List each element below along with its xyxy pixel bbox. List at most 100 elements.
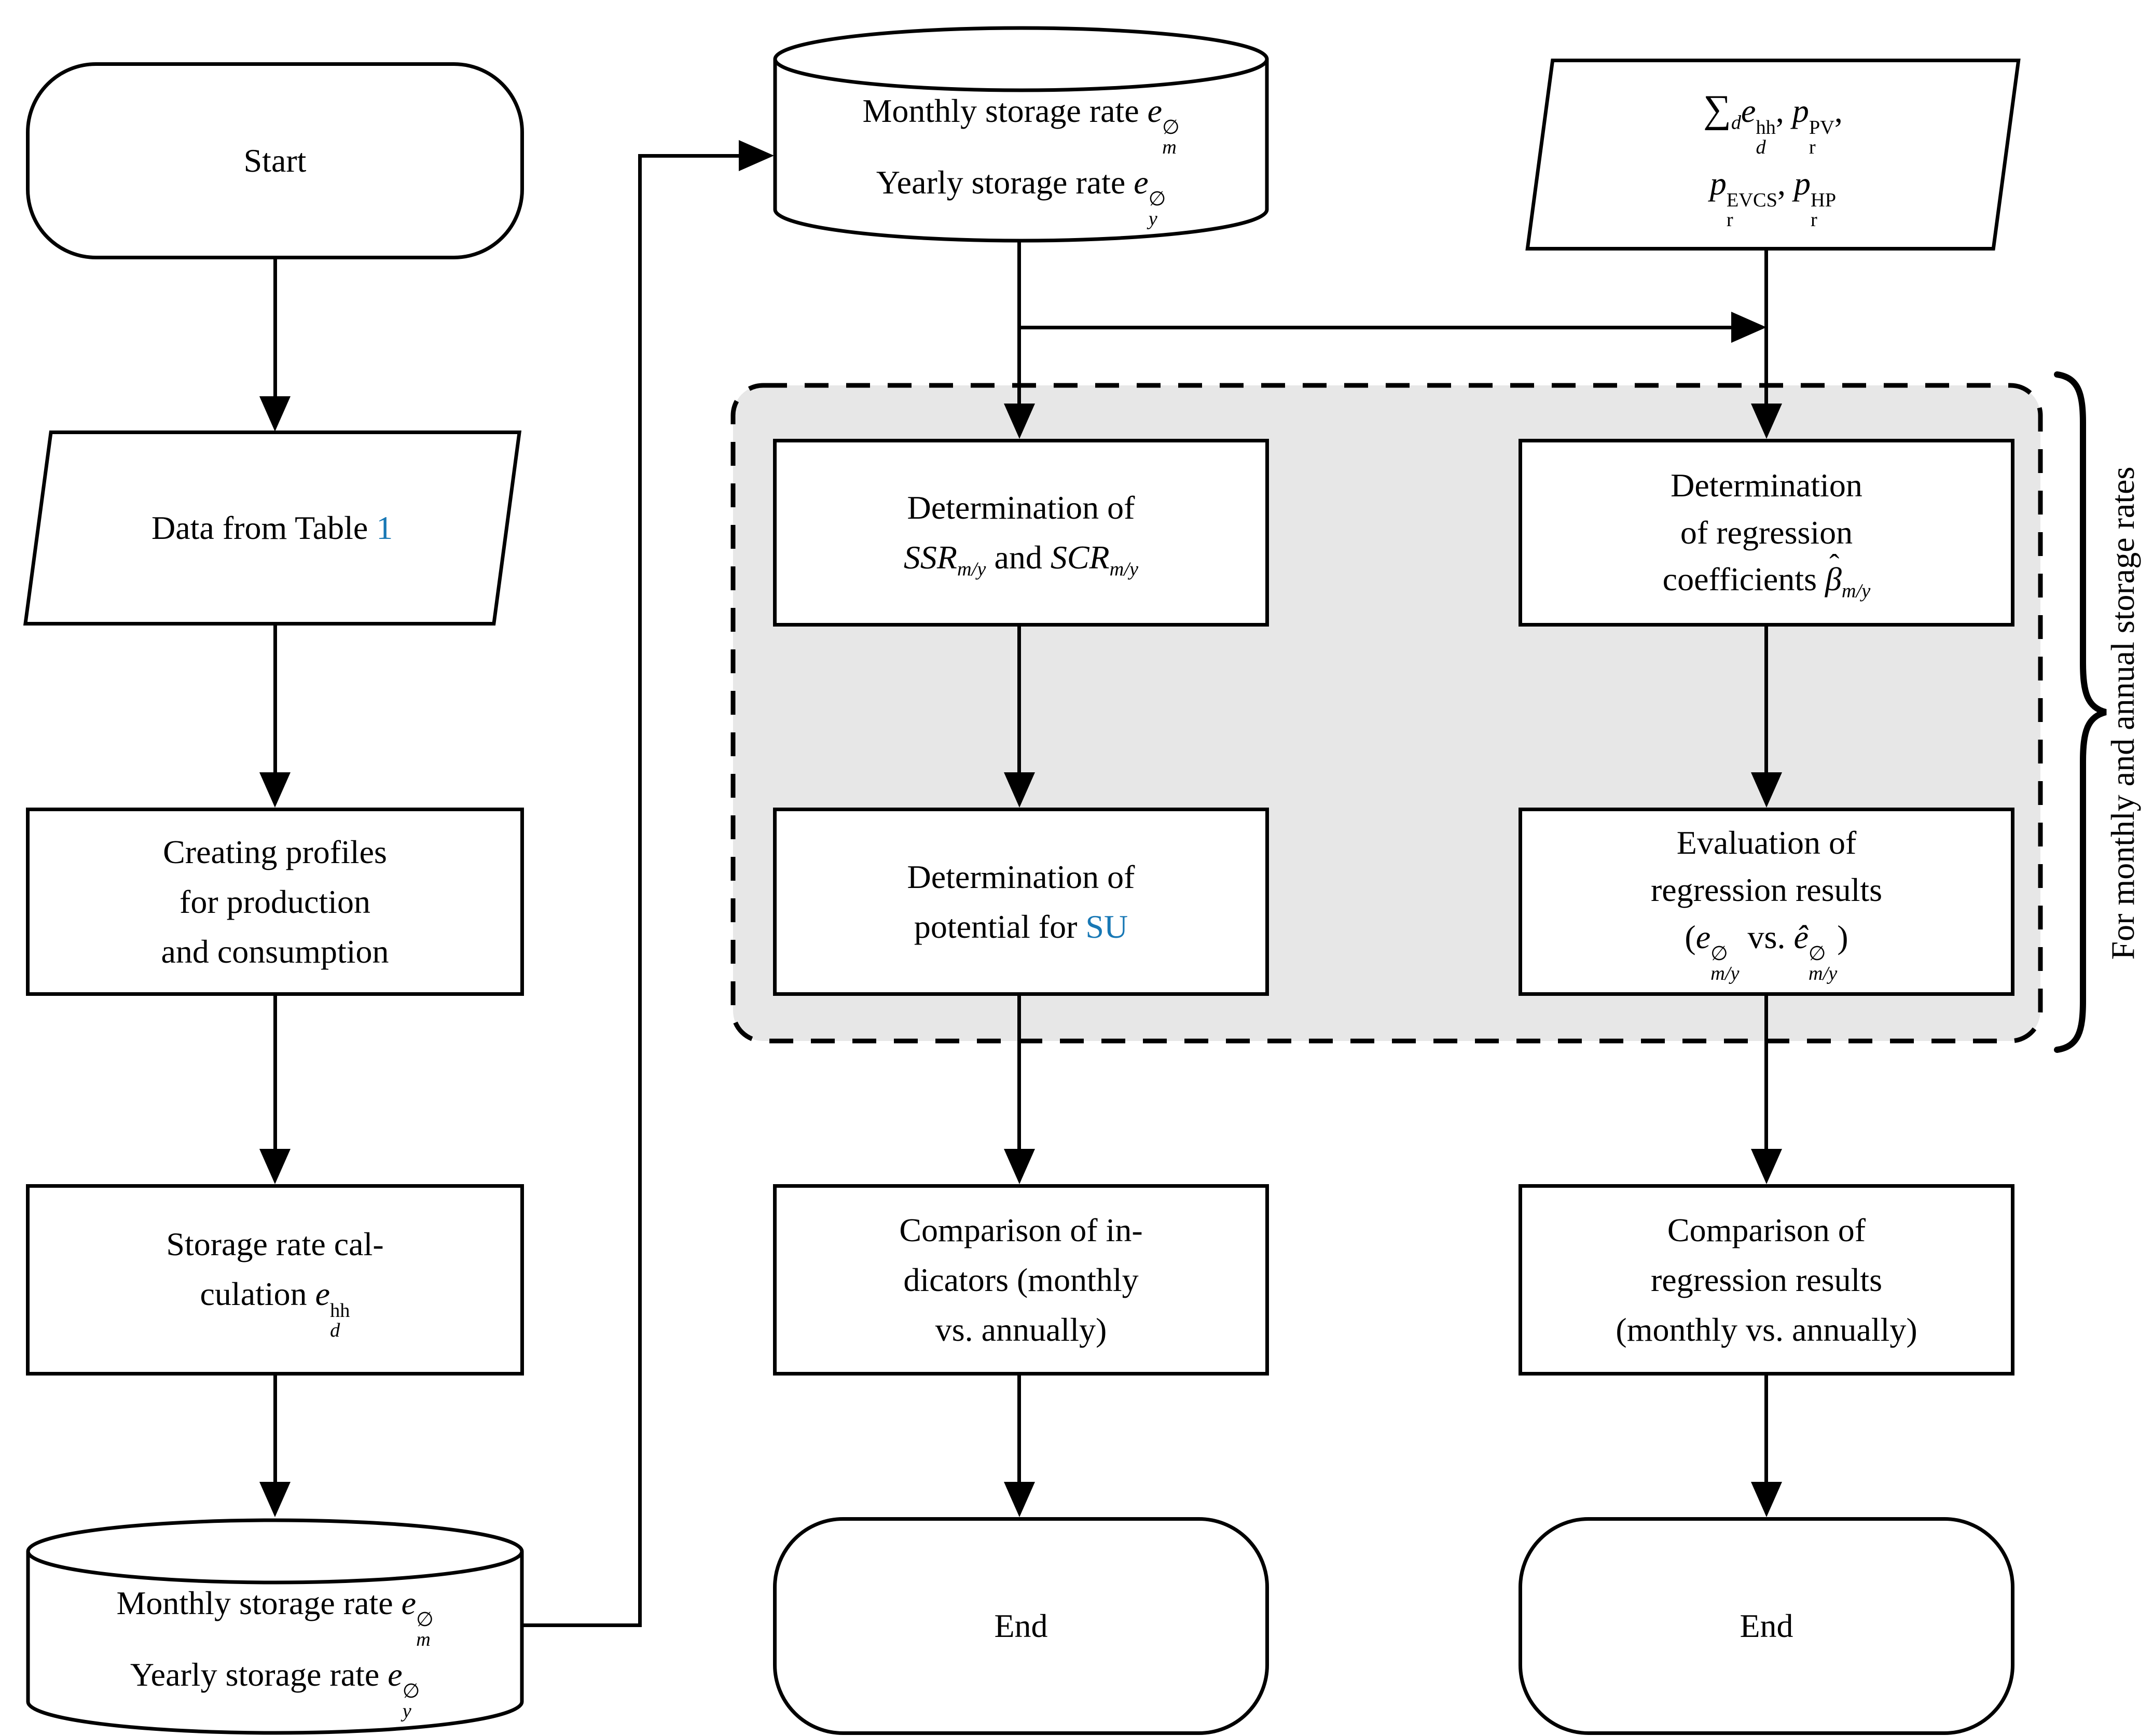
arrowhead — [1004, 1149, 1035, 1184]
det-su-node: Determination of potential for SU — [773, 808, 1269, 996]
e-m-sub: m — [416, 1629, 431, 1651]
end-mid-label: End — [994, 1607, 1048, 1644]
p-pv-sub: r — [1809, 136, 1816, 159]
e-sup: hh — [1756, 117, 1776, 139]
e-y-sup: ∅ — [1148, 188, 1166, 210]
eval-regression-line3: (e∅m/y vs. ê∅m/y) — [1685, 914, 1848, 984]
e-avg-sub: m/y — [1710, 963, 1740, 985]
scr-symbol: SCR — [1050, 539, 1110, 576]
eval-regression-line2: regression results — [1650, 871, 1883, 909]
e-y-sup: ∅ — [402, 1680, 420, 1702]
p-hp-sup: HP — [1811, 189, 1837, 212]
region-label-text: For monthly and annual storage rates — [2104, 466, 2141, 960]
beta-symbol: β — [1825, 561, 1842, 598]
e-y-symbol: e — [1134, 163, 1149, 201]
arrowhead — [259, 1482, 291, 1517]
e-m-sub: m — [1162, 136, 1177, 159]
cmp-indicators-node: Comparison of in- dicators (monthly vs. … — [773, 1184, 1269, 1376]
arrow-profiles-to-calc — [273, 994, 277, 1150]
det-su-line1: Determination of — [907, 858, 1135, 895]
storage-db-line2: Yearly storage rate e∅y — [26, 1650, 524, 1721]
vs-text: vs. — [1739, 918, 1794, 955]
sum-sub: d — [1731, 112, 1742, 134]
p-evcs-symbol: p — [1709, 165, 1727, 202]
comma: , — [1834, 92, 1843, 130]
e-sub: d — [330, 1320, 340, 1342]
p-pv-sup: PV — [1809, 117, 1834, 139]
paren-close: ) — [1837, 918, 1848, 955]
e-symbol: e — [315, 1275, 330, 1312]
feedback-line-vertical — [638, 154, 642, 1627]
profiles-line2: for production — [180, 883, 370, 920]
arrow-start-to-data — [273, 258, 277, 396]
storage-db-text: Monthly storage rate e∅m Yearly storage … — [26, 1578, 524, 1721]
profiles-line1: Creating profiles — [163, 833, 387, 870]
e-y-sub: y — [402, 1700, 411, 1723]
storage-calc-line2-text: culation — [200, 1275, 315, 1312]
rates-db-text: Monthly storage rate e∅m Yearly storage … — [773, 86, 1269, 229]
e-m-symbol: e — [401, 1585, 417, 1621]
cmp-indicators-line3: vs. annually) — [935, 1311, 1107, 1348]
cmp-regression-line1: Comparison of — [1667, 1211, 1866, 1248]
e-avg-symbol: e — [1695, 918, 1711, 955]
start-label: Start — [243, 142, 307, 179]
beta-sub: m/y — [1841, 580, 1871, 602]
feedback-line-top — [638, 154, 739, 158]
arrowhead — [1004, 1482, 1035, 1517]
cylinder-shape — [26, 1518, 524, 1735]
region-brace — [2052, 371, 2114, 1068]
cmp-regression-line3: (monthly vs. annually) — [1616, 1311, 1917, 1348]
det-indicators-line2: SSRm/y and SCRm/y — [904, 533, 1138, 582]
det-indicators-node: Determination of SSRm/y and SCRm/y — [773, 439, 1269, 627]
det-regression-node: Determination of regression coefficients… — [1519, 439, 2014, 627]
det-su-line2: potential for SU — [914, 902, 1128, 952]
end-node-mid: End — [773, 1517, 1269, 1735]
arrowhead — [1751, 1149, 1782, 1184]
cmp-indicators-line2: dicators (monthly — [903, 1261, 1139, 1298]
profiles-line3: and consumption — [161, 933, 389, 970]
arrowhead — [259, 772, 291, 808]
end-right-label: End — [1740, 1607, 1793, 1644]
arrowhead — [1751, 404, 1782, 439]
rates-db-line2-text: Yearly storage rate — [876, 163, 1134, 201]
and-text: and — [986, 539, 1051, 576]
cmp-regression-node: Comparison of regression results (monthl… — [1519, 1184, 2014, 1376]
scr-sub: m/y — [1109, 558, 1139, 580]
det-regression-line2: of regression — [1680, 513, 1853, 551]
arrow-det-to-su — [1017, 625, 1021, 773]
eval-regression-line1: Evaluation of — [1676, 824, 1857, 862]
sum-symbol: ∑ — [1703, 88, 1731, 131]
arrow-db-to-det-indicators — [1017, 240, 1021, 404]
e-y-symbol: e — [388, 1656, 403, 1693]
e-hat-sup: ∅ — [1808, 942, 1826, 965]
eval-regression-node: Evaluation of regression results (e∅m/y … — [1519, 808, 2014, 996]
arrow-su-to-cmp — [1017, 994, 1021, 1150]
comma: , — [1777, 165, 1795, 202]
arrowhead — [1731, 312, 1766, 343]
e-symbol: e — [1741, 92, 1756, 130]
arrowhead — [259, 396, 291, 432]
rates-db-line1: Monthly storage rate e∅m — [773, 86, 1269, 158]
e-sub: d — [1756, 136, 1766, 159]
e-m-symbol: e — [1147, 92, 1163, 129]
det-regression-line1: Determination — [1671, 466, 1862, 504]
arrow-cmp-to-end-mid — [1017, 1374, 1021, 1483]
p-evcs-sub: r — [1726, 209, 1733, 231]
rates-db-line2: Yearly storage rate e∅y — [773, 158, 1269, 229]
table-1-link[interactable]: 1 — [376, 509, 393, 546]
p-hp-sub: r — [1811, 209, 1817, 231]
rates-db-line1-text: Monthly storage rate — [862, 92, 1148, 129]
su-link[interactable]: SU — [1085, 908, 1128, 945]
e-hat-symbol: ê — [1793, 918, 1809, 955]
p-pv-symbol: p — [1792, 92, 1809, 130]
arrowhead — [259, 1149, 291, 1184]
branch-line-to-right — [1017, 326, 1731, 329]
arrow-cmp-to-end-right — [1764, 1374, 1768, 1483]
det-su-line2-text: potential for — [914, 908, 1086, 945]
